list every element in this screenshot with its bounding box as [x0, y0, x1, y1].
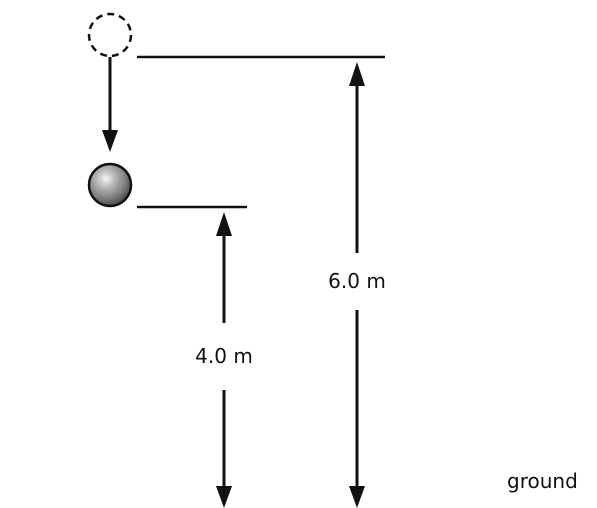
- initial-ball-outline: [87, 12, 133, 58]
- tall-height-top-arrowhead: [349, 62, 365, 86]
- fall-direction-arrowhead: [102, 130, 118, 152]
- short-height-bottom-arrowhead: [216, 486, 232, 508]
- short-height-top-arrowhead: [216, 212, 232, 236]
- short-height-label: 4.0 m: [195, 344, 253, 368]
- tall-height-label: 6.0 m: [328, 269, 386, 293]
- current-ball: [87, 162, 133, 208]
- ground-label: ground: [507, 469, 578, 493]
- tall-height-bottom-arrowhead: [349, 486, 365, 508]
